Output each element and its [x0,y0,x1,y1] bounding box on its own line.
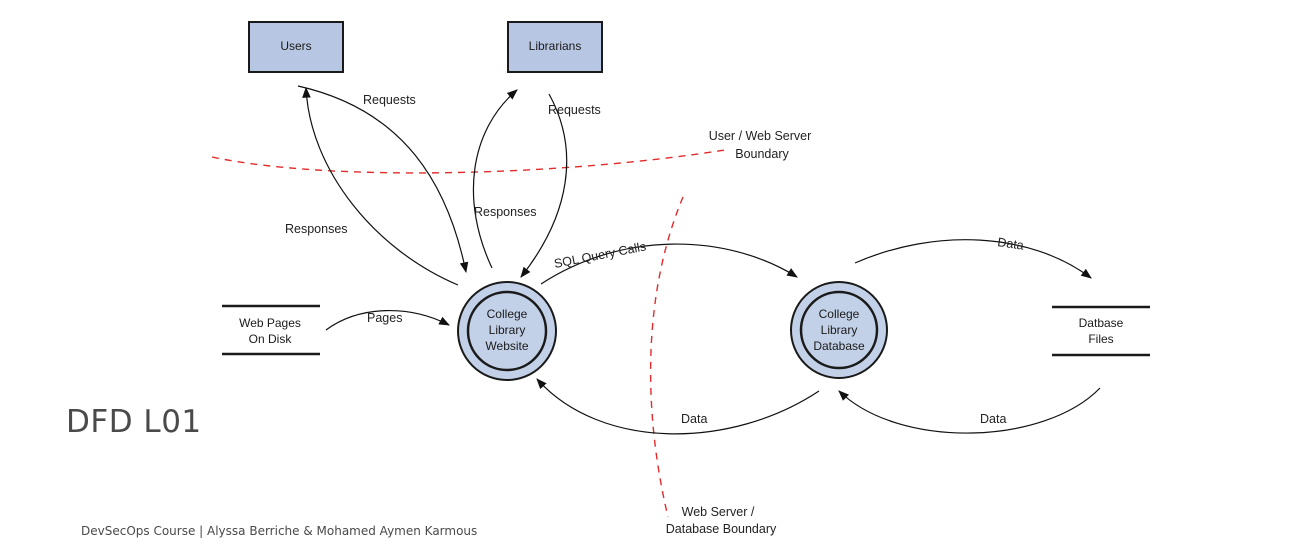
database-to-files-data-label: Data [997,235,1025,253]
librarians-requests-flow [520,93,568,278]
college-library-website-process: College Library Website [457,281,557,381]
user-web-server-boundary-label-line2: Boundary [735,147,789,161]
files-to-database-data-flow [838,387,1101,434]
website-process-label-line2: Library [489,323,526,337]
web-pages-on-disk-store: Web Pages On Disk [222,304,320,356]
web-pages-store-label-line1: Web Pages [239,316,301,330]
librarians-responses-label: Responses [474,205,537,219]
librarians-entity-label: Librarians [529,39,582,53]
web-server-database-boundary-label-line1: Web Server / [682,505,755,519]
database-files-store-label-line1: Datbase [1079,316,1124,330]
pages-flow [325,310,450,331]
web-server-database-boundary-label-line2: Database Boundary [666,522,777,536]
database-to-website-data-flow [536,378,820,435]
librarians-responses-flow [472,89,518,269]
users-responses-flow [302,86,459,286]
librarians-entity: Librarians [507,21,603,73]
users-entity: Users [248,21,344,73]
users-responses-label: Responses [285,222,348,236]
database-process-label-line2: Library [821,323,858,337]
librarians-requests-label: Requests [548,103,601,117]
user-web-server-boundary-label-line1: User / Web Server [709,129,812,143]
website-process-label-line3: Website [485,339,528,353]
pages-label: Pages [367,311,402,325]
users-requests-label: Requests [363,93,416,107]
user-web-server-boundary-line [211,149,726,174]
college-library-database-process: College Library Database [790,281,888,379]
slide-footer: DevSecOps Course | Alyssa Berriche & Moh… [81,524,478,538]
web-server-database-boundary-line [649,196,684,518]
files-to-database-data-label: Data [980,412,1006,426]
database-files-store: Datbase Files [1052,305,1150,357]
database-process-label-line1: College [819,307,860,321]
slide-title: DFD L01 [66,404,202,440]
web-pages-store-label-line2: On Disk [249,332,293,346]
database-to-files-data-flow [854,239,1092,279]
database-to-website-data-label: Data [681,412,707,426]
database-process-label-line3: Database [813,339,865,353]
database-files-store-label-line2: Files [1088,332,1113,346]
sql-query-calls-label: SQL Query Calls [553,239,647,271]
users-entity-label: Users [280,39,311,53]
users-requests-flow [297,85,469,274]
sql-query-calls-flow [540,243,798,285]
website-process-label-line1: College [487,307,528,321]
